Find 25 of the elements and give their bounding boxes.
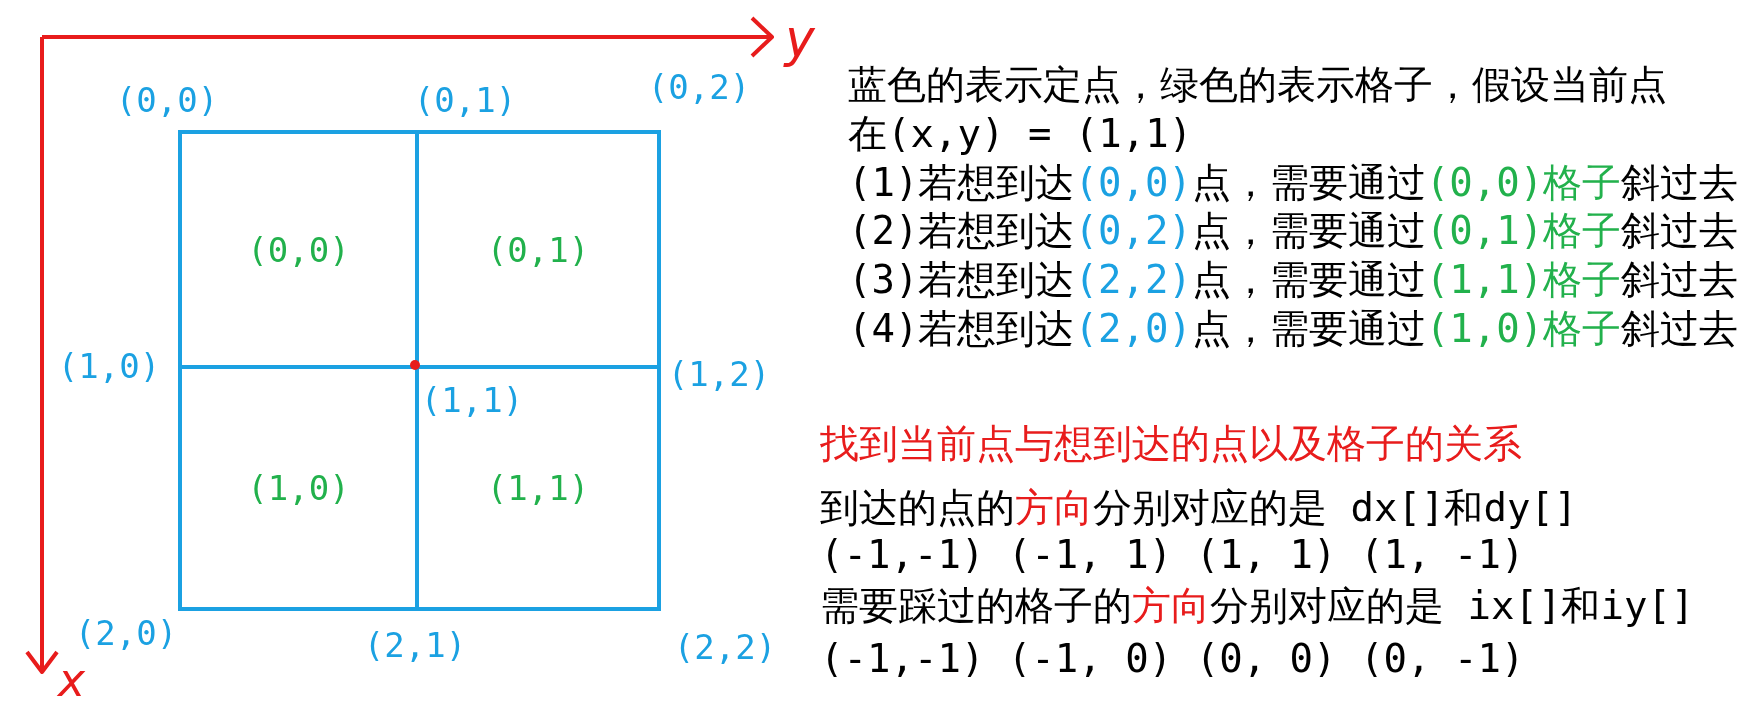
note-text: (-1,-1) (-1, 1) (1, 1) (1, -1) [820,531,1525,579]
note-text: (2)若想到达(0,2)点，需要通过(0,1)格子斜过去 [848,207,1739,255]
cell-label: (1,1) [486,468,590,508]
vertex-label: (0,0) [115,80,219,120]
vertex-label: (2,2) [673,627,777,667]
note-text: 蓝色的表示定点，绿色的表示格子，假设当前点在(x,y) = (1,1) [848,61,1668,158]
heading-text: 找到当前点与想到达的点以及格子的关系 [820,420,1522,468]
axis-label: x [58,653,86,707]
axis-label: y [784,8,816,68]
vertex-label: (0,1) [413,80,517,120]
vertex-label: (0,2) [647,67,751,107]
vertex-label: (1,1) [420,380,524,420]
cell-label: (0,0) [247,229,350,270]
vertex-label: (1,0) [57,346,161,386]
vertex-label: (1,2) [667,354,771,394]
note-text: (4)若想到达(2,0)点，需要通过(1,0)格子斜过去 [848,305,1739,353]
vertex-label: (2,0) [74,613,178,653]
note-text: (1)若想到达(0,0)点，需要通过(0,0)格子斜过去 [848,159,1739,207]
note-text: (-1,-1) (-1, 0) (0, 0) (0, -1) [820,635,1525,683]
note-text: 需要踩过的格子的方向分别对应的是 ix[]和iy[] [820,582,1695,630]
cell-label: (0,1) [486,229,590,270]
cell-label: (1,0) [247,468,350,508]
note-text: 到达的点的方向分别对应的是 dx[]和dy[] [820,484,1578,532]
note-text: (3)若想到达(2,2)点，需要通过(1,1)格子斜过去 [848,256,1739,304]
vertex-label: (2,1) [363,625,467,665]
